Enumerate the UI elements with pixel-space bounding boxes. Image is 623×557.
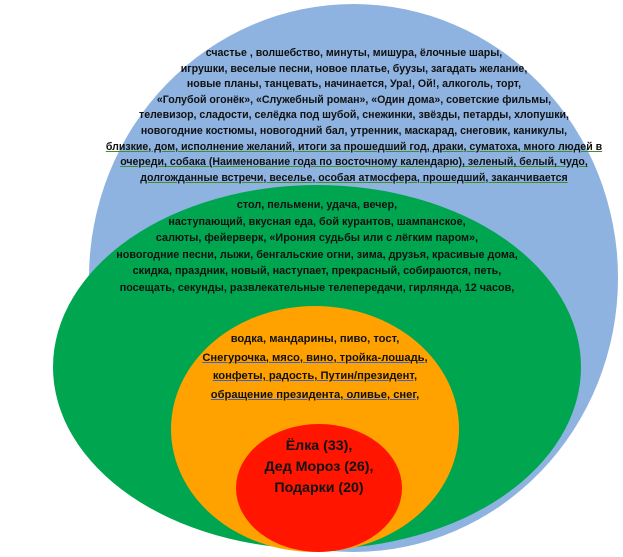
core-ring-line: Ёлка (33), <box>285 438 353 454</box>
outer-ring-line: долгожданные встречи, веселье, особая ат… <box>140 171 568 184</box>
outer-ring-line: телевизор, сладости, селёдка под шубой, … <box>139 109 569 122</box>
outer-ring-text: счастье , волшебство, минуты, мишура, ёл… <box>100 46 608 186</box>
core-ring-line: Дед Мороз (26), <box>264 459 374 475</box>
outer-ring-line: игрушки, веселые песни, новое платье, бу… <box>180 62 528 75</box>
second-ring-line: посещать, секунды, развлекательные телеп… <box>119 281 515 294</box>
core-ring-line: Подарки (20) <box>274 480 364 496</box>
core-ring-text: Ёлка (33), Дед Мороз (26), Подарки (20) <box>236 436 402 499</box>
outer-ring-line: «Голубой огонёк», «Служебный роман», «Од… <box>156 93 552 106</box>
third-ring-line: конфеты, радость, Путин/президент, <box>212 370 418 383</box>
third-ring-line: Снегурочка, мясо, вино, тройка-лошадь, <box>202 351 428 364</box>
outer-ring-line: близкие, дом, исполнение желаний, итоги … <box>105 140 603 153</box>
second-ring-text: стол, пельмени, удача, вечер, наступающи… <box>64 197 570 297</box>
third-ring-text: водка, мандарины, пиво, тост, Снегурочка… <box>176 330 454 404</box>
second-ring-line: наступающий, вкусная еда, бой курантов, … <box>168 215 466 228</box>
core-ring <box>236 424 402 552</box>
outer-ring-line: счастье , волшебство, минуты, мишура, ёл… <box>205 47 503 59</box>
outer-ring-line: очереди, собака (Наименование года по во… <box>120 156 588 169</box>
second-ring-line: скидка, праздник, новый, наступает, прек… <box>132 265 502 278</box>
third-ring-line: водка, мандарины, пиво, тост, <box>230 333 400 345</box>
outer-ring-line: новые планы, танцевать, начинается, Ура!… <box>186 78 522 91</box>
outer-ring-line: новогодние костюмы, новогодний бал, утре… <box>140 124 568 137</box>
second-ring-line: новогодние песни, лыжи, бенгальские огни… <box>116 248 518 261</box>
second-ring-line: стол, пельмени, удача, вечер, <box>236 199 398 211</box>
third-ring-line: обращение президента, оливье, снег, <box>210 388 420 401</box>
second-ring-line: салюты, фейерверк, «Ирония судьбы или с … <box>155 232 479 245</box>
